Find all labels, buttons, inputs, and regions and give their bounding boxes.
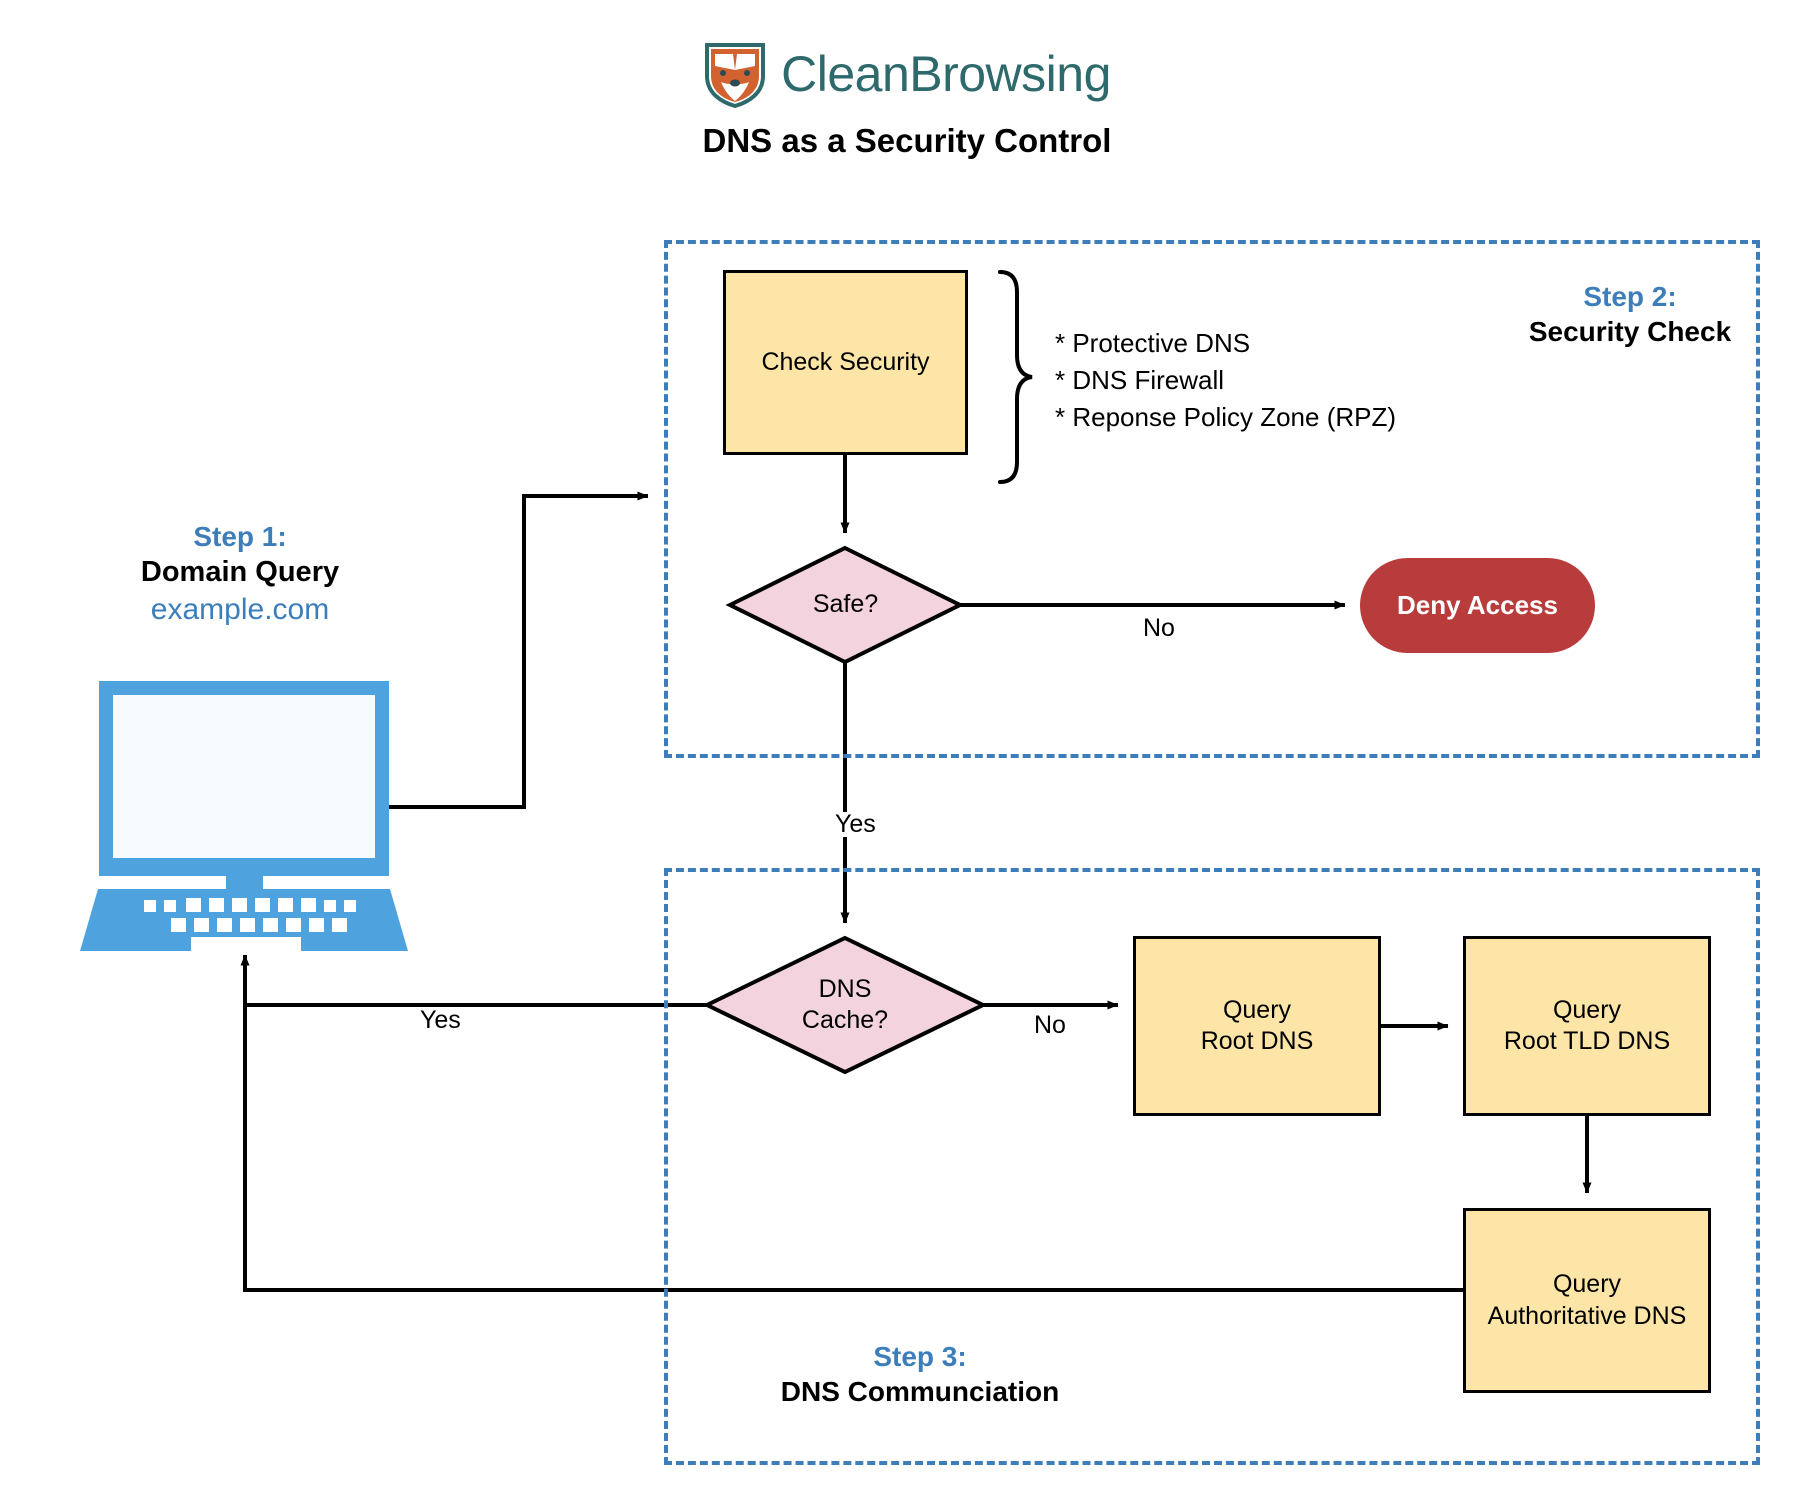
annotation-brace — [998, 270, 1033, 484]
step-1-label: Step 1: Domain Query example.com — [60, 520, 420, 628]
step-2-container — [664, 240, 1760, 758]
step-2-title: Security Check — [1528, 315, 1732, 347]
step-1-domain: example.com — [150, 592, 330, 626]
step-1-number: Step 1: — [193, 521, 287, 552]
step-3-label: Step 3: DNS Communciation — [700, 1340, 1140, 1409]
step-1-title: Domain Query — [140, 555, 340, 588]
security-method-item: * DNS Firewall — [1055, 364, 1225, 395]
node-deny-access[interactable]: Deny Access — [1360, 558, 1595, 653]
edge-label-cache-no: No — [1029, 1013, 1071, 1038]
step-2-number: Step 2: — [1583, 281, 1677, 312]
dns-cache-decision-shape — [702, 935, 988, 1075]
brand-name: CleanBrowsing — [781, 46, 1111, 102]
edge-label-safe-yes: Yes — [830, 812, 881, 837]
step-3-title: DNS Communciation — [780, 1375, 1060, 1407]
security-methods-list: * Protective DNS * DNS Firewall * Repons… — [1055, 325, 1396, 436]
node-query-root-dns[interactable]: Query Root DNS — [1133, 936, 1381, 1116]
fox-shield-logo-icon — [705, 43, 766, 108]
brand-header: CleanBrowsing — [0, 40, 1814, 108]
step-2-label: Step 2: Security Check — [1470, 280, 1790, 349]
step-3-container — [664, 868, 1760, 1465]
node-check-security[interactable]: Check Security — [723, 270, 968, 455]
client-computer-icon — [80, 681, 408, 951]
edge-label-safe-no: No — [1138, 616, 1180, 641]
edge-label-cache-yes: Yes — [415, 1008, 466, 1033]
step-3-number: Step 3: — [873, 1341, 967, 1372]
security-method-item: * Reponse Policy Zone (RPZ) — [1055, 401, 1397, 432]
security-method-item: * Protective DNS — [1055, 328, 1251, 358]
node-query-root-tld-dns[interactable]: Query Root TLD DNS — [1463, 936, 1711, 1116]
node-query-authoritative-dns[interactable]: Query Authoritative DNS — [1463, 1208, 1711, 1393]
page-title: DNS as a Security Control — [702, 122, 1112, 159]
connector-lines — [240, 455, 1592, 1292]
